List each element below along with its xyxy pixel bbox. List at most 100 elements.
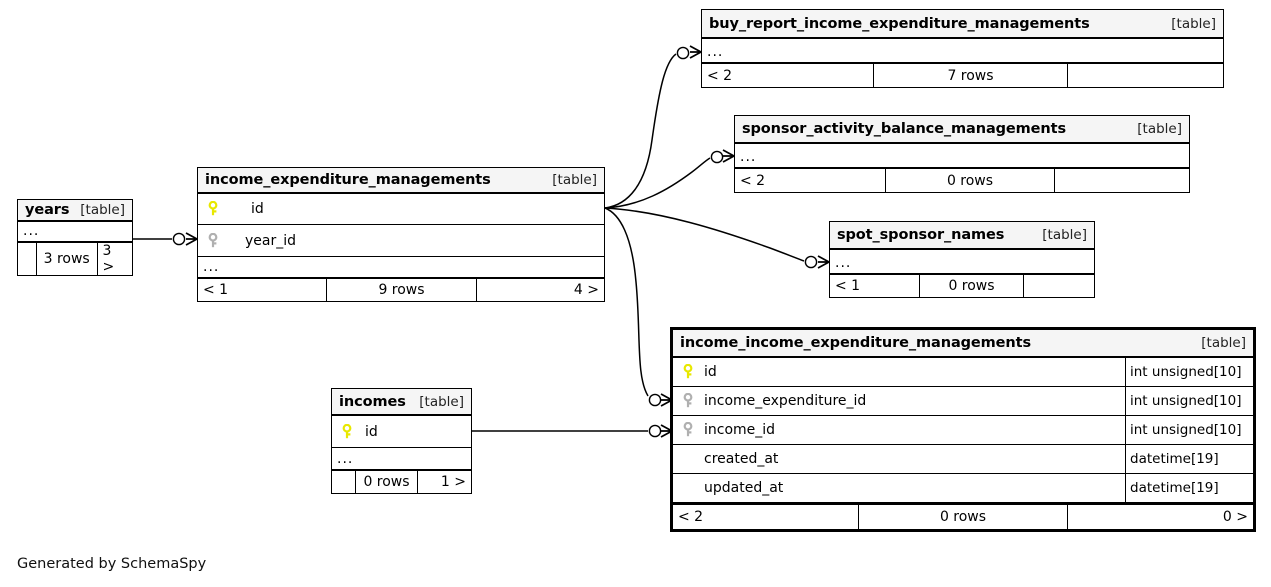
table-title: income_income_expenditure_managements — [680, 335, 1031, 351]
footer-children-count: 1 > — [440, 474, 466, 490]
footer-row-count: 7 rows — [874, 64, 1068, 87]
footer-row-count: 0 rows — [859, 505, 1068, 529]
table-footer: 0 rows 1 > — [332, 470, 471, 493]
table-type-tag: [table] — [1042, 227, 1087, 243]
column-name-cell: year_id — [198, 232, 604, 249]
footer-row-count: 0 rows — [356, 471, 418, 493]
table-footer: < 1 9 rows 4 > — [198, 278, 604, 301]
table-income-income-expenditure-managements[interactable]: income_income_expenditure_managements [t… — [670, 327, 1256, 532]
column-type: datetime[19] — [1125, 474, 1253, 502]
footer-children-count: 3 > — [102, 243, 115, 275]
footer-parents-count — [332, 471, 356, 493]
table-type-tag: [table] — [1171, 15, 1216, 32]
column-row[interactable]: year_id — [198, 225, 604, 257]
table-title: incomes — [339, 393, 406, 410]
column-name-cell: income_id — [673, 422, 1125, 438]
column-name-cell: id — [332, 423, 471, 440]
table-title: sponsor_activity_balance_managements — [742, 121, 1066, 137]
edge-years-to-income-expenditure — [133, 232, 198, 246]
table-type-tag: [table] — [419, 393, 464, 410]
edge-iem-to-sponsor-activity — [604, 149, 735, 209]
footer-children-count: 0 > — [1222, 509, 1248, 525]
column-name: id — [704, 364, 717, 380]
table-type-tag: [table] — [1201, 335, 1246, 351]
edge-iem-to-spot-sponsor — [604, 207, 830, 269]
column-row[interactable]: updated_at datetime[19] — [673, 474, 1253, 503]
table-footer: < 1 0 rows — [830, 274, 1094, 297]
collapsed-columns-indicator[interactable]: ... — [735, 144, 1189, 168]
yellow-key-icon — [680, 364, 696, 380]
collapsed-columns-indicator[interactable]: ... — [332, 448, 471, 470]
column-name-cell: id — [198, 201, 604, 217]
footer-row-count: 0 rows — [920, 275, 1024, 297]
table-footer: < 2 7 rows — [702, 63, 1223, 87]
column-name-cell: id — [673, 364, 1125, 380]
table-type-tag: [table] — [1137, 121, 1182, 137]
column-row[interactable]: income_expenditure_id int unsigned[10] — [673, 387, 1253, 416]
table-header: buy_report_income_expenditure_management… — [702, 10, 1223, 39]
collapsed-columns-indicator[interactable]: ... — [702, 39, 1223, 63]
table-title: income_expenditure_managements — [205, 172, 491, 188]
table-type-tag: [table] — [80, 201, 125, 218]
table-header: sponsor_activity_balance_managements [ta… — [735, 116, 1189, 144]
footer-parents-count: < 1 — [830, 275, 920, 297]
table-header: income_expenditure_managements [table] — [198, 168, 604, 194]
table-incomes[interactable]: incomes [table] id ... 0 rows 1 > — [331, 388, 472, 494]
edge-incomes-to-income-income-expenditure — [472, 424, 673, 438]
gray-key-icon — [680, 422, 696, 438]
footer-row-count: 9 rows — [327, 279, 477, 301]
yellow-key-icon — [339, 423, 355, 440]
footer-parents-count — [18, 243, 37, 275]
column-row[interactable]: created_at datetime[19] — [673, 445, 1253, 474]
footer-children-count — [1024, 275, 1094, 297]
table-title: years — [25, 201, 70, 218]
column-name: updated_at — [704, 480, 784, 496]
column-name: income_id — [704, 422, 776, 438]
footer-parents-count: < 2 — [673, 505, 859, 529]
collapsed-columns-indicator[interactable]: ... — [18, 222, 132, 242]
table-type-tag: [table] — [552, 172, 597, 188]
collapsed-columns-indicator[interactable]: ... — [198, 257, 604, 278]
table-sponsor-activity-balance-managements[interactable]: sponsor_activity_balance_managements [ta… — [734, 115, 1190, 193]
column-type: int unsigned[10] — [1125, 387, 1253, 415]
footer-children-count: 4 > — [573, 282, 599, 298]
column-row[interactable]: id — [332, 416, 471, 448]
table-title: buy_report_income_expenditure_management… — [709, 15, 1090, 32]
table-income-expenditure-managements[interactable]: income_expenditure_managements [table] i… — [197, 167, 605, 302]
edge-iem-to-income-income-expenditure — [604, 207, 673, 407]
footer-parents-count: < 2 — [702, 64, 874, 87]
table-years[interactable]: years [table] ... 3 rows 3 > — [17, 199, 133, 276]
column-name: id — [251, 201, 264, 217]
column-type: int unsigned[10] — [1125, 358, 1253, 386]
table-footer: < 2 0 rows — [735, 168, 1189, 192]
generated-by-note: Generated by SchemaSpy — [17, 556, 207, 572]
footer-children-count — [1055, 169, 1189, 192]
table-footer: < 2 0 rows 0 > — [673, 503, 1253, 529]
column-name-cell: income_expenditure_id — [673, 393, 1125, 409]
gray-key-icon — [205, 232, 221, 249]
column-name: created_at — [704, 451, 779, 467]
column-row[interactable]: id — [198, 194, 604, 225]
gray-key-icon — [680, 393, 696, 409]
column-name-cell: created_at — [673, 451, 1125, 467]
column-type: datetime[19] — [1125, 445, 1253, 473]
table-header: years [table] — [18, 200, 132, 222]
table-header: spot_sponsor_names [table] — [830, 222, 1094, 250]
edge-iem-to-buy-report — [604, 45, 702, 209]
collapsed-columns-indicator[interactable]: ... — [830, 250, 1094, 274]
column-name: id — [365, 423, 378, 440]
footer-parents-count: < 2 — [735, 169, 886, 192]
table-header: incomes [table] — [332, 389, 471, 416]
column-row[interactable]: income_id int unsigned[10] — [673, 416, 1253, 445]
yellow-key-icon — [205, 201, 221, 217]
column-type: int unsigned[10] — [1125, 416, 1253, 444]
column-name: year_id — [245, 232, 297, 249]
column-row[interactable]: id int unsigned[10] — [673, 358, 1253, 387]
column-name: income_expenditure_id — [704, 393, 867, 409]
footer-parents-count: < 1 — [198, 279, 327, 301]
table-footer: 3 rows 3 > — [18, 242, 132, 275]
table-title: spot_sponsor_names — [837, 227, 1005, 243]
table-buy-report-income-expenditure-managements[interactable]: buy_report_income_expenditure_management… — [701, 9, 1224, 88]
table-spot-sponsor-names[interactable]: spot_sponsor_names [table] ... < 1 0 row… — [829, 221, 1095, 298]
